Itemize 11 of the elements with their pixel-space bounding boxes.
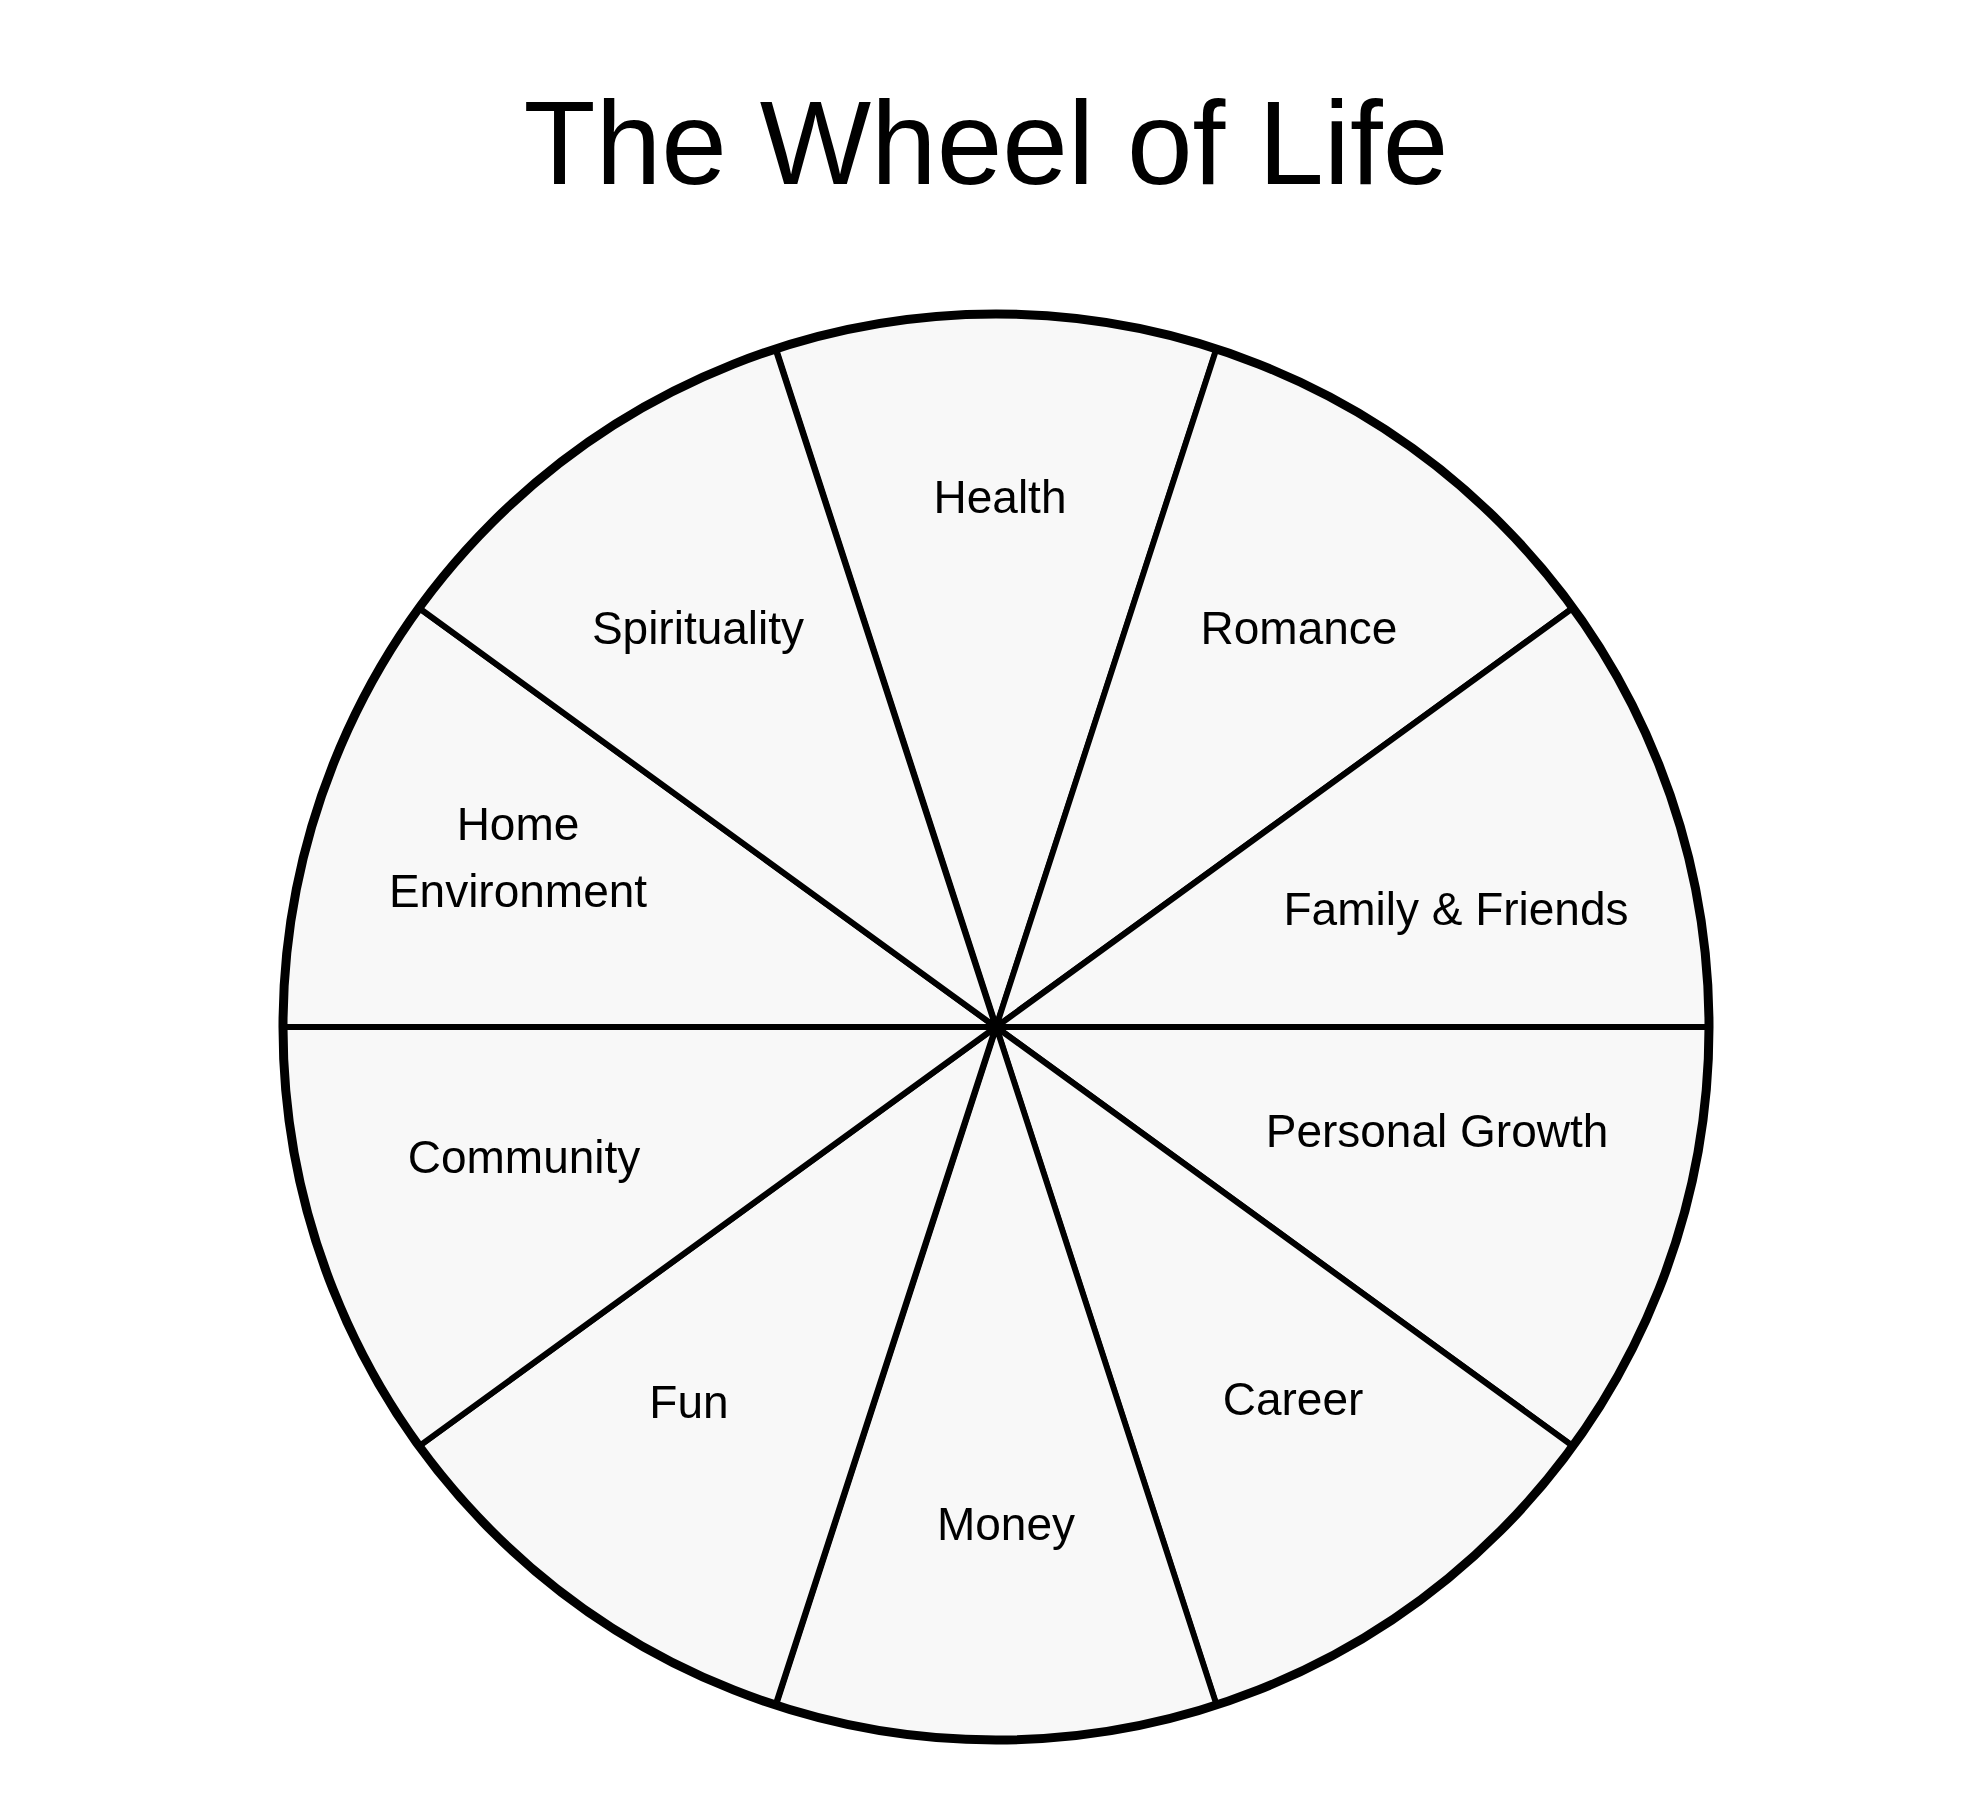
sector-label: Spirituality <box>591 600 805 656</box>
sector-label: Home Environment <box>387 797 649 919</box>
sector-label: Money <box>936 1496 1075 1552</box>
sector-label: Romance <box>1200 600 1398 656</box>
sector-label: Health <box>933 469 1067 525</box>
sector-label: Career <box>1222 1371 1364 1427</box>
sector-label: Fun <box>649 1374 729 1430</box>
title: The Wheel of Life <box>522 76 1450 211</box>
sector-label: Personal Growth <box>1265 1103 1609 1159</box>
sector-label: Family & Friends <box>1283 881 1629 937</box>
sector-label: Community <box>407 1129 641 1185</box>
